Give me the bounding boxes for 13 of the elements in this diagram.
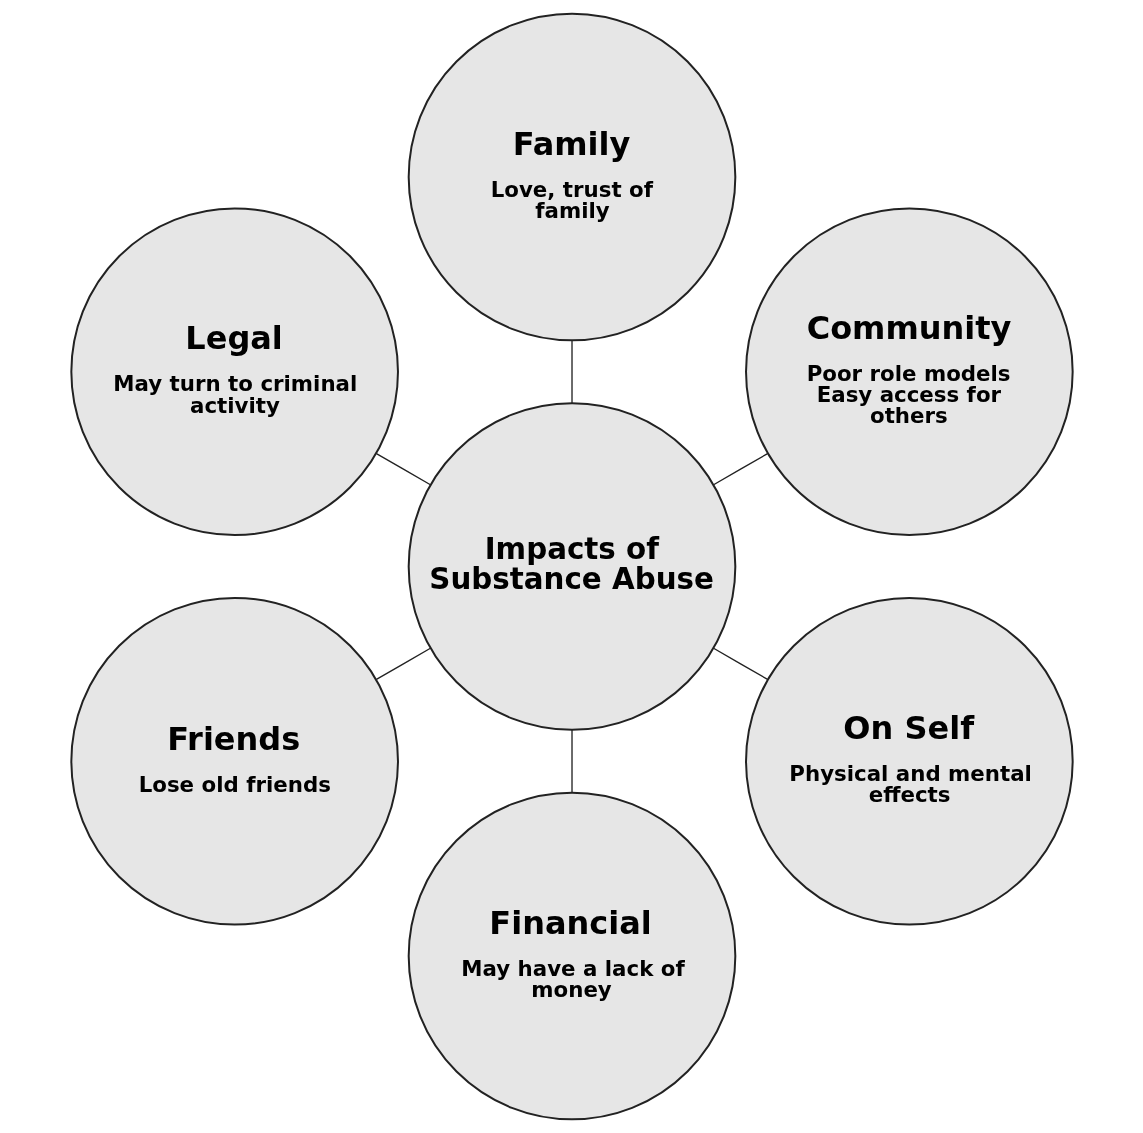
node-circle: Financial May have a lack of money [407, 791, 736, 1121]
connector [375, 452, 431, 486]
connector [712, 647, 768, 681]
node-circle: Family Love, trust of family [407, 12, 736, 342]
node-circle: On Self Physical and mental effects [744, 596, 1074, 926]
connector [570, 340, 573, 404]
node-circle: Friends Lose old friends [69, 596, 399, 926]
node-circle: Legal May turn to criminal activity [69, 207, 399, 537]
connector [570, 729, 573, 793]
node-circle: Community Poor role models Easy access for others [744, 207, 1074, 537]
connector [712, 452, 768, 486]
node-circle: Impacts of Substance Abuse [407, 402, 736, 731]
connector [375, 647, 431, 681]
